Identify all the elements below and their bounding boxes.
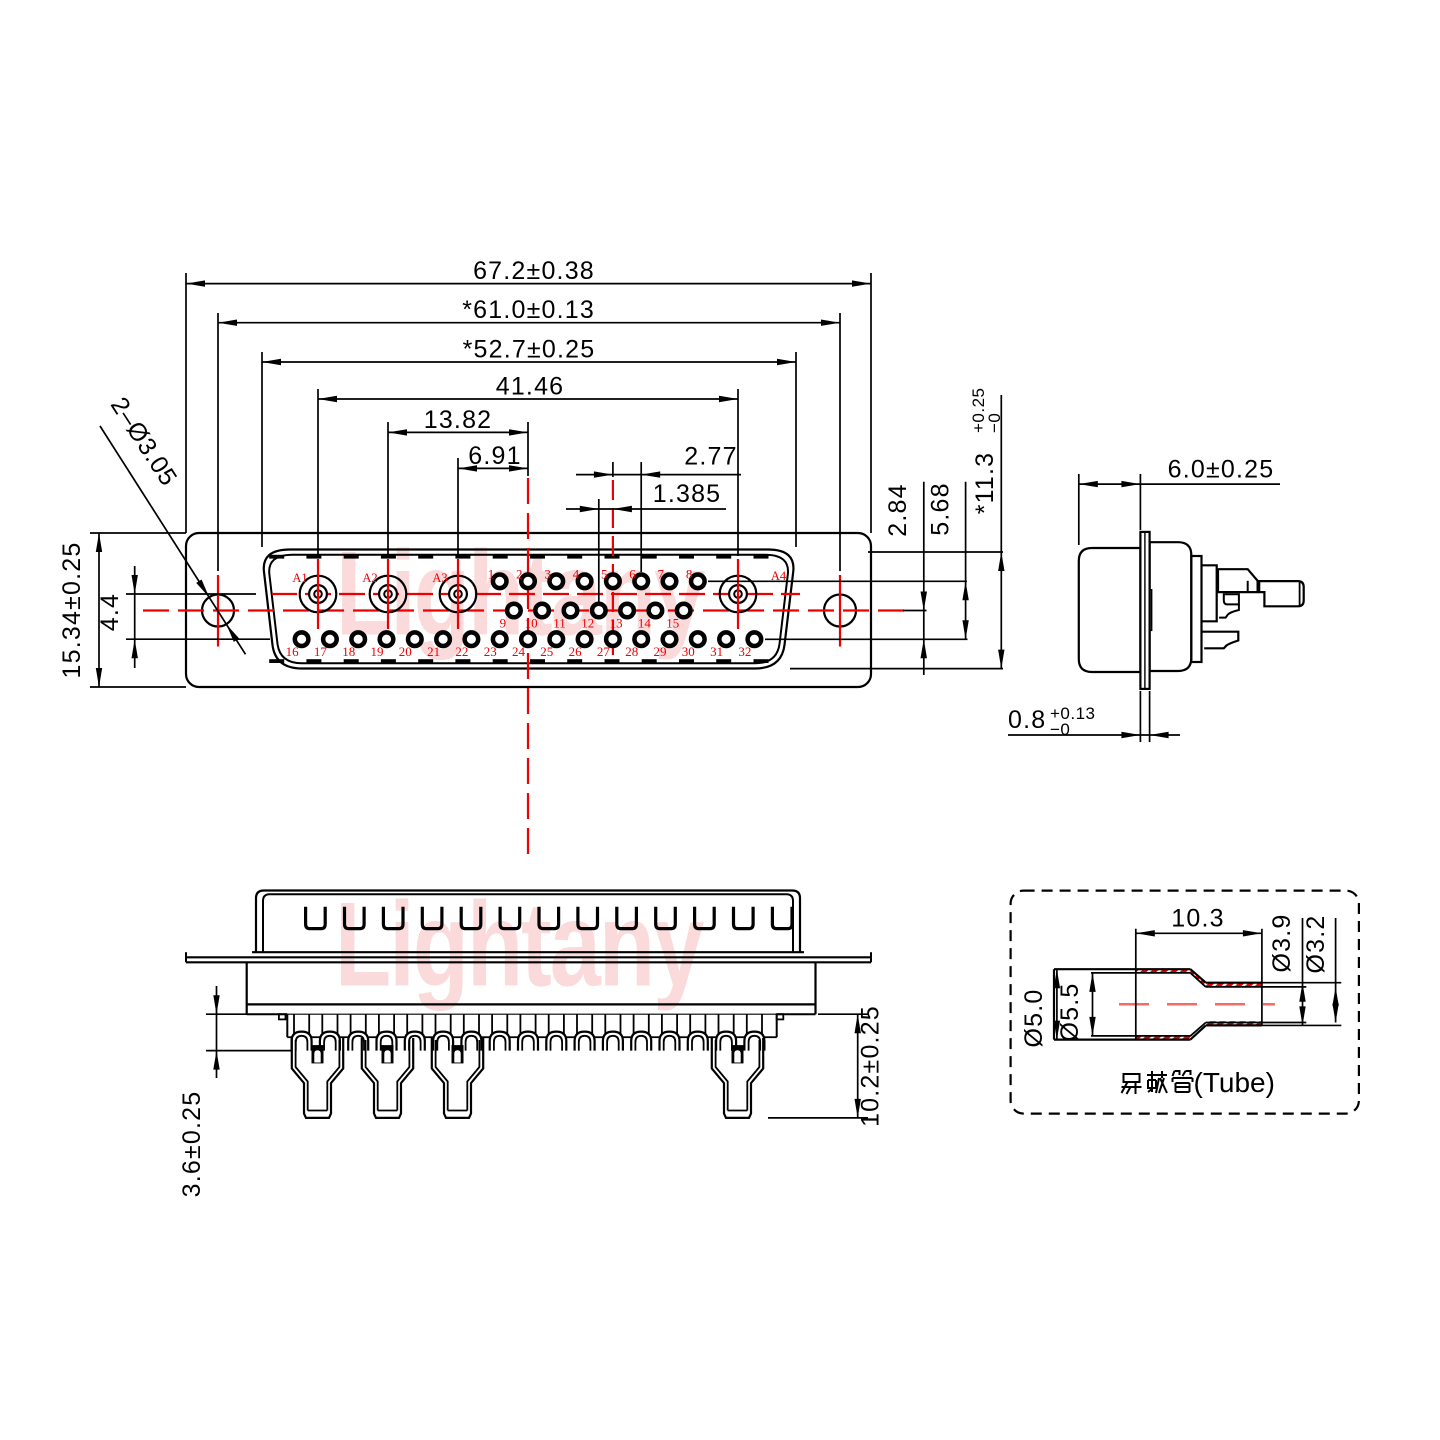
svg-text:4: 4	[573, 566, 580, 581]
svg-text:30: 30	[682, 644, 695, 659]
svg-text:−0: −0	[1050, 720, 1070, 739]
svg-text:23: 23	[484, 644, 497, 659]
svg-text:+0.13: +0.13	[1050, 704, 1096, 723]
svg-text:A1: A1	[292, 571, 307, 585]
svg-text:1.385: 1.385	[653, 480, 722, 508]
svg-text:2: 2	[516, 566, 523, 581]
svg-text:*11.3: *11.3	[971, 452, 999, 515]
svg-text:41.46: 41.46	[496, 373, 565, 401]
svg-text:15: 15	[666, 615, 679, 630]
svg-text:*61.0±0.13: *61.0±0.13	[462, 296, 595, 324]
svg-text:Ø3.9: Ø3.9	[1268, 914, 1296, 973]
svg-text:67.2±0.38: 67.2±0.38	[473, 257, 595, 285]
svg-text:Ø5.0: Ø5.0	[1020, 989, 1048, 1048]
svg-text:10.2±0.25: 10.2±0.25	[857, 1005, 885, 1127]
svg-text:16: 16	[286, 644, 300, 659]
svg-text:Ø3.2: Ø3.2	[1302, 915, 1330, 974]
svg-text:15.34±0.25: 15.34±0.25	[58, 542, 86, 679]
svg-text:Ø5.5: Ø5.5	[1056, 983, 1084, 1042]
svg-text:3: 3	[544, 566, 551, 581]
svg-text:1: 1	[488, 566, 495, 581]
svg-text:2–Ø3.05: 2–Ø3.05	[105, 392, 183, 491]
svg-text:10: 10	[525, 615, 538, 630]
svg-text:17: 17	[314, 644, 328, 659]
svg-text:5.68: 5.68	[927, 482, 955, 535]
svg-text:A3: A3	[432, 571, 447, 585]
svg-text:4.4: 4.4	[96, 593, 124, 631]
svg-text:31: 31	[710, 644, 723, 659]
svg-text:3.6±0.25: 3.6±0.25	[178, 1091, 206, 1198]
svg-text:10.3: 10.3	[1171, 905, 1224, 933]
svg-text:28: 28	[625, 644, 638, 659]
svg-text:9: 9	[500, 615, 507, 630]
svg-text:5: 5	[601, 566, 608, 581]
svg-text:6: 6	[629, 566, 636, 581]
svg-text:6.0±0.25: 6.0±0.25	[1168, 456, 1275, 484]
svg-text:24: 24	[512, 644, 526, 659]
svg-text:6.91: 6.91	[468, 442, 521, 470]
svg-text:8: 8	[686, 566, 693, 581]
svg-text:2.77: 2.77	[684, 443, 737, 471]
svg-text:14: 14	[638, 615, 652, 630]
svg-text:27: 27	[597, 644, 611, 659]
svg-text:(Tube): (Tube)	[1194, 1067, 1275, 1098]
svg-text:7: 7	[658, 566, 665, 581]
svg-text:12: 12	[581, 615, 594, 630]
svg-text:25: 25	[540, 644, 553, 659]
svg-text:32: 32	[738, 644, 751, 659]
svg-text:26: 26	[569, 644, 583, 659]
svg-text:+0.25: +0.25	[969, 387, 988, 433]
svg-text:20: 20	[399, 644, 412, 659]
svg-text:A2: A2	[362, 571, 377, 585]
svg-text:21: 21	[427, 644, 440, 659]
svg-text:2.84: 2.84	[884, 483, 912, 536]
svg-text:22: 22	[455, 644, 468, 659]
svg-text:13.82: 13.82	[424, 406, 493, 434]
svg-text:11: 11	[553, 615, 566, 630]
svg-text:0.8: 0.8	[1008, 706, 1046, 734]
svg-text:Lightany: Lightany	[335, 877, 704, 1012]
svg-text:13: 13	[610, 615, 623, 630]
svg-text:−0: −0	[985, 413, 1004, 433]
svg-text:*52.7±0.25: *52.7±0.25	[463, 336, 596, 364]
svg-text:18: 18	[342, 644, 355, 659]
svg-text:19: 19	[371, 644, 384, 659]
svg-text:A4: A4	[771, 569, 787, 583]
svg-text:29: 29	[654, 644, 667, 659]
